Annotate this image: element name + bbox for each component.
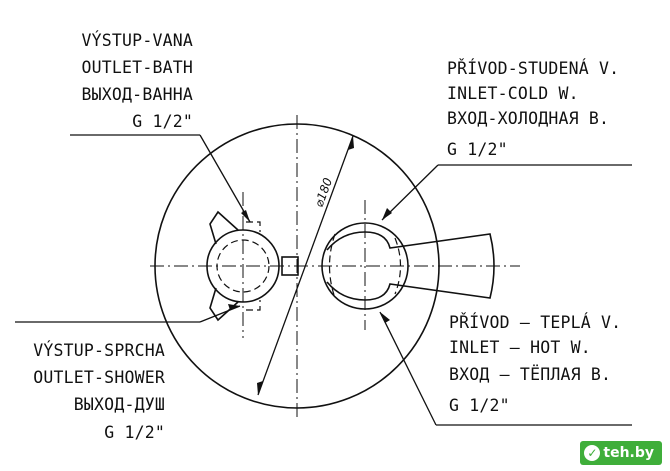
diameter-dimension-line [257,135,354,396]
watermark-text: teh.by [603,445,654,461]
svg-text:G 1/2": G 1/2" [104,423,165,442]
leader-inlet-hot [379,311,632,426]
label-outlet-bath: VÝSTUP-VANA OUTLET-BATH ВЫХОД-ВАННА G 1/… [82,31,193,131]
svg-text:PŘÍVOD – TEPLÁ V.: PŘÍVOD – TEPLÁ V. [449,313,621,332]
svg-text:ВХОД – ТЁПЛАЯ В.: ВХОД – ТЁПЛАЯ В. [449,365,611,384]
label-outlet-shower: VÝSTUP-SPRCHA OUTLET-SHOWER ВЫХОД-ДУШ G … [33,341,165,442]
svg-text:ВХОД-ХОЛОДНАЯ В.: ВХОД-ХОЛОДНАЯ В. [447,109,609,128]
watermark-badge: ✓ teh.by [580,441,662,465]
svg-text:VÝSTUP-VANA: VÝSTUP-VANA [82,31,193,50]
svg-text:INLET – HOT W.: INLET – HOT W. [449,338,591,357]
label-inlet-hot: PŘÍVOD – TEPLÁ V. INLET – HOT W. ВХОД – … [449,313,621,415]
check-icon: ✓ [584,445,601,461]
diverter-knob [206,210,299,322]
svg-text:OUTLET-BATH: OUTLET-BATH [82,58,193,77]
svg-text:ВЫХОД-ВАННА: ВЫХОД-ВАННА [82,85,193,104]
svg-text:G 1/2": G 1/2" [447,140,508,159]
svg-text:G 1/2": G 1/2" [449,396,510,415]
svg-text:INLET-COLD W.: INLET-COLD W. [447,84,579,103]
mixer-lever [321,222,495,310]
leader-inlet-cold [381,164,632,221]
svg-text:OUTLET-SHOWER: OUTLET-SHOWER [33,368,165,387]
svg-text:G 1/2": G 1/2" [132,112,193,131]
svg-text:VÝSTUP-SPRCHA: VÝSTUP-SPRCHA [33,341,165,360]
leader-outlet-shower [15,304,241,323]
leader-outlet-bath [70,134,251,223]
svg-text:ВЫХОД-ДУШ: ВЫХОД-ДУШ [74,395,165,414]
dimension-arrow-bottom [257,381,263,395]
label-inlet-cold: PŘÍVOD-STUDENÁ V. INLET-COLD W. ВХОД-ХОЛ… [447,59,619,159]
svg-text:PŘÍVOD-STUDENÁ V.: PŘÍVOD-STUDENÁ V. [447,59,619,78]
dimension-arrow-top [348,136,354,150]
